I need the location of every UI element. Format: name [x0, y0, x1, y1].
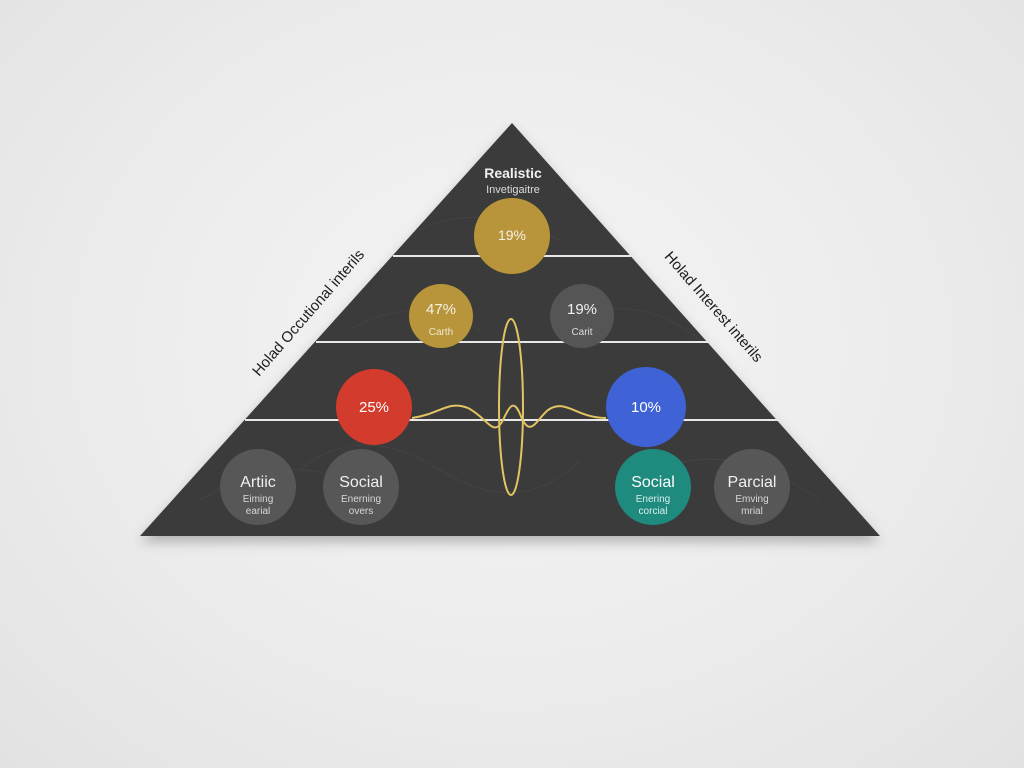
pyramid-shape: [140, 123, 880, 536]
tier4-node-2-line1: Enerning: [341, 494, 381, 505]
tier3-node-left-value: 25%: [359, 399, 389, 416]
tier2-node-left-sub: Carth: [429, 327, 453, 338]
apex-title: Realistic: [484, 165, 542, 181]
tier4-node-1-line2: earial: [246, 506, 270, 517]
tier3-node-left[interactable]: [336, 369, 412, 445]
tier2-node-right-value: 19%: [567, 301, 597, 318]
tier2-node-left[interactable]: [409, 284, 473, 348]
tier2-node-left-value: 47%: [426, 301, 456, 318]
apex-node-value: 19%: [498, 227, 526, 243]
tier2-node-right[interactable]: [550, 284, 614, 348]
tier3-node-right[interactable]: [606, 367, 686, 447]
tier4-node-4-title: Parcial: [728, 474, 777, 491]
tier4-node-1[interactable]: Artiic Eiming earial: [220, 449, 296, 525]
tier4-node-2-line2: overs: [349, 506, 373, 517]
tier4-node-2[interactable]: Social Enerning overs: [323, 449, 399, 525]
wave-connector: [411, 318, 607, 496]
tier4-node-4-line1: Emving: [735, 494, 768, 505]
tier2-node-right-sub: Carit: [571, 327, 592, 338]
apex-subtitle: Invetigaitre: [486, 184, 540, 196]
apex-node[interactable]: [474, 198, 550, 274]
tier3-node-right-value: 10%: [631, 399, 661, 416]
tier4-node-4-line2: mrial: [741, 506, 763, 517]
tier4-node-3[interactable]: Social Enering corcial: [615, 449, 691, 525]
tier4-node-1-title: Artiic: [240, 474, 276, 491]
tier4-node-1-line1: Eiming: [243, 494, 274, 505]
tier4-node-3-line1: Enering: [636, 494, 670, 505]
tier4-node-3-line2: corcial: [639, 506, 668, 517]
tier4-node-3-title: Social: [631, 474, 675, 491]
tier4-node-2-title: Social: [339, 474, 383, 491]
tier4-node-4[interactable]: Parcial Emving mrial: [714, 449, 790, 525]
